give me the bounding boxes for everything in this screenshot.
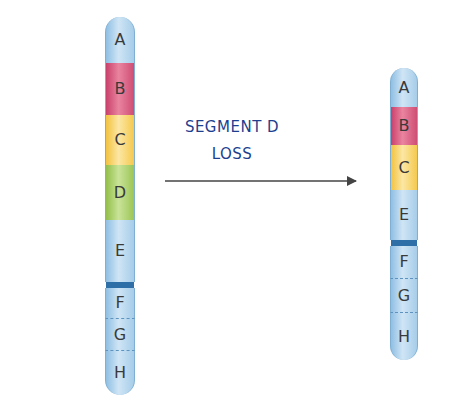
segment-letter: D [114,185,126,201]
segment-letter: F [399,254,408,270]
segment-letter: H [398,329,410,345]
segment-letter: H [114,365,126,381]
chromosome-segment: D [105,165,135,220]
arrow-label: SEGMENT D LOSS [170,114,294,168]
chromosome-segment: A [105,17,135,63]
chromosome-segment: H [105,350,135,395]
segment-letter: B [399,118,410,134]
segment-letter: E [115,243,125,259]
chromosome-segment: E [390,190,418,240]
chromosome-segment: F [105,288,135,318]
segment-letter: E [399,207,409,223]
segment-letter: F [115,295,124,311]
chromosome-segment: G [390,278,418,312]
chromosome-segment: A [390,68,418,107]
segment-letter: C [398,160,409,176]
segment-letter: G [114,327,126,343]
chromosome-segment: C [390,145,418,190]
chromosome-segment: F [390,246,418,278]
chromosome-segment: B [390,107,418,145]
segment-letter: B [115,81,126,97]
segment-letter: C [114,132,125,148]
transition-arrow [165,180,356,182]
chromosome-segment: H [390,312,418,360]
chromosome-segment: G [105,318,135,350]
segment-letter: A [115,32,126,48]
segment-letter: A [399,80,410,96]
chromosome-segment: B [105,63,135,115]
chromosome-segment: C [105,115,135,165]
segment-letter: G [398,288,410,304]
chromosome-segment: E [105,220,135,282]
